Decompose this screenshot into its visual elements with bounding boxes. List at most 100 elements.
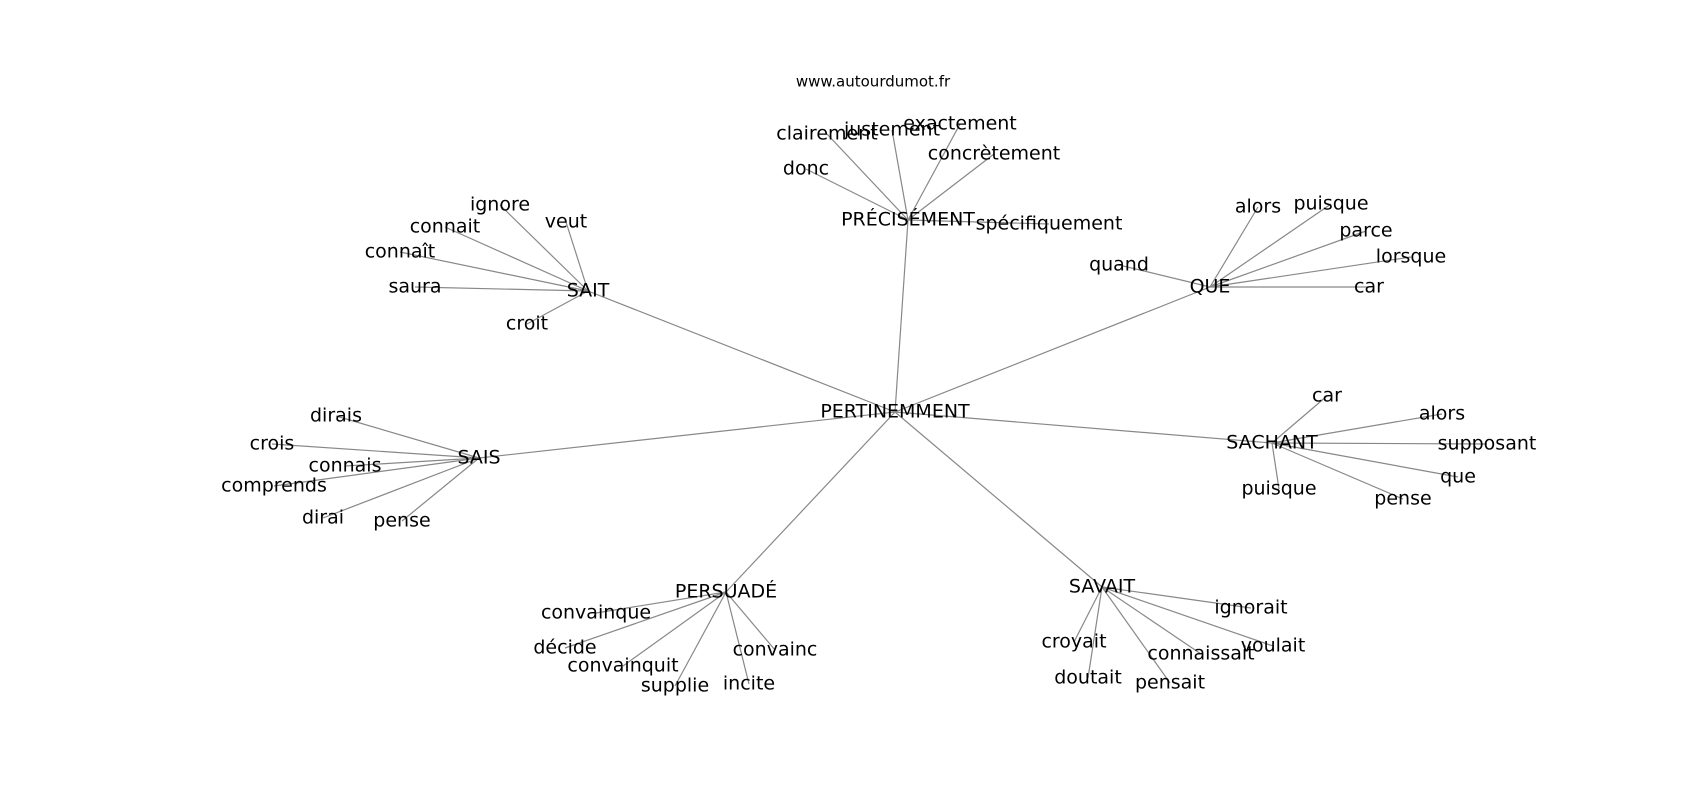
- hub-to-leaf-edge: [1209, 206, 1259, 288]
- leaf-word-node: supposant: [1438, 433, 1537, 455]
- leaf-word-node: dirai: [302, 507, 344, 529]
- hub-to-leaf-edge: [891, 129, 909, 221]
- hub-to-leaf-edge: [907, 153, 995, 221]
- hub-to-leaf-edge: [622, 591, 727, 667]
- hub-to-leaf-edge: [1101, 586, 1252, 609]
- leaf-word-node: dirais: [310, 405, 362, 427]
- leaf-word-node: doutait: [1054, 667, 1122, 689]
- leaf-word-node: incite: [723, 673, 775, 695]
- hub-to-leaf-edge: [907, 123, 961, 221]
- leaf-word-node: donc: [783, 158, 829, 180]
- hub-word-node: SAVAIT: [1069, 576, 1136, 598]
- leaf-word-node: connait: [410, 216, 481, 238]
- hub-to-leaf-edge: [565, 221, 589, 292]
- hub-to-leaf-edge: [826, 133, 909, 221]
- leaf-word-node: quand: [1089, 254, 1149, 276]
- center-to-hub-edge: [478, 411, 896, 459]
- leaf-word-node: connaissait: [1147, 643, 1254, 665]
- hub-to-leaf-edge: [499, 204, 589, 292]
- leaf-word-node: puisque: [1293, 193, 1368, 215]
- center-to-hub-edge: [725, 411, 896, 593]
- hub-to-leaf-edge: [526, 290, 589, 325]
- leaf-word-node: spécifiquement: [976, 213, 1123, 235]
- hub-to-leaf-edge: [1209, 230, 1367, 288]
- leaf-word-node: parce: [1339, 220, 1392, 242]
- hub-to-leaf-edge: [1271, 442, 1459, 478]
- leaf-word-node: pense: [1374, 488, 1431, 510]
- leaf-word-node: que: [1440, 466, 1476, 488]
- leaf-word-node: car: [1312, 385, 1342, 407]
- leaf-word-node: lorsque: [1376, 246, 1446, 268]
- hub-to-leaf-edge: [444, 226, 589, 292]
- leaf-word-node: convainque: [541, 602, 651, 624]
- hub-to-leaf-edge: [414, 286, 589, 292]
- hub-to-leaf-edge: [674, 591, 727, 687]
- leaf-word-node: croyait: [1041, 631, 1106, 653]
- leaf-word-node: supplie: [641, 675, 709, 697]
- leaf-word-node: convainquit: [567, 655, 678, 677]
- hub-to-leaf-edge: [401, 457, 480, 522]
- center-to-hub-edge: [894, 219, 909, 413]
- hub-word-node: QUE: [1190, 276, 1231, 298]
- hub-word-node: SAIS: [457, 447, 500, 469]
- leaf-word-node: veut: [545, 211, 587, 233]
- leaf-word-node: alors: [1419, 403, 1465, 425]
- hub-word-node: PERSUADÉ: [675, 580, 777, 603]
- hub-to-leaf-edge: [564, 591, 727, 649]
- hub-to-leaf-edge: [1101, 586, 1171, 684]
- hub-to-leaf-edge: [1209, 256, 1412, 288]
- leaf-word-node: pensait: [1135, 672, 1205, 694]
- hub-to-leaf-edge: [344, 457, 480, 467]
- hub-word-node: SAIT: [567, 280, 610, 302]
- hub-word-node: SACHANT: [1226, 432, 1318, 454]
- hub-to-leaf-edge: [271, 443, 480, 459]
- leaf-word-node: justement: [843, 119, 940, 141]
- leaf-word-node: ignore: [470, 194, 530, 216]
- leaf-word-node: croit: [506, 313, 548, 335]
- leaf-word-node: exactement: [903, 113, 1017, 135]
- hub-to-leaf-edge: [1271, 442, 1488, 445]
- hub-to-leaf-edge: [1087, 586, 1103, 679]
- source-label: www.autourdumot.fr: [796, 73, 951, 91]
- leaf-word-node: car: [1354, 276, 1384, 298]
- hub-to-leaf-edge: [725, 591, 750, 685]
- leaf-word-node: alors: [1235, 196, 1281, 218]
- hub-to-leaf-edge: [1118, 264, 1211, 288]
- leaf-word-node: comprends: [221, 475, 327, 497]
- leaf-word-node: convainc: [733, 639, 818, 661]
- hub-to-leaf-edge: [1271, 442, 1404, 500]
- leaf-word-node: ignorait: [1214, 597, 1287, 619]
- leaf-word-node: décide: [533, 637, 596, 659]
- hub-to-leaf-edge: [1271, 395, 1328, 444]
- leaf-word-node: concrètement: [928, 143, 1060, 165]
- graph-labels: www.autourdumot.fr PERTINEMMENT PRÉCISÉME…: [221, 73, 1536, 697]
- hub-to-leaf-edge: [1073, 586, 1103, 643]
- leaf-word-node: crois: [250, 433, 295, 455]
- leaf-word-node: pense: [373, 510, 430, 532]
- hub-to-leaf-edge: [1101, 586, 1274, 647]
- center-word-node: PERTINEMMENT: [820, 401, 970, 423]
- hub-to-leaf-edge: [1101, 586, 1202, 655]
- graph-edges: [271, 123, 1488, 687]
- leaf-word-node: connaît: [365, 241, 436, 263]
- leaf-word-node: puisque: [1241, 478, 1316, 500]
- hub-to-leaf-edge: [595, 591, 727, 614]
- center-to-hub-edge: [894, 411, 1273, 444]
- hub-to-leaf-edge: [322, 457, 480, 519]
- hub-to-leaf-edge: [1209, 203, 1332, 288]
- leaf-word-node: voulait: [1241, 635, 1306, 657]
- center-to-hub-edge: [894, 411, 1103, 588]
- hub-word-node: PRÉCISÉMENT: [841, 208, 975, 231]
- center-to-hub-edge: [587, 290, 896, 413]
- hub-to-leaf-edge: [725, 591, 776, 651]
- hub-to-leaf-edge: [805, 168, 909, 221]
- hub-to-leaf-edge: [399, 251, 589, 292]
- hub-to-leaf-edge: [335, 415, 480, 459]
- center-to-hub-edge: [894, 286, 1211, 413]
- leaf-word-node: clairement: [776, 123, 877, 145]
- hub-to-leaf-edge: [1271, 413, 1443, 444]
- hub-to-leaf-edge: [273, 457, 480, 487]
- hub-to-leaf-edge: [1271, 442, 1280, 490]
- leaf-word-node: connais: [309, 455, 382, 477]
